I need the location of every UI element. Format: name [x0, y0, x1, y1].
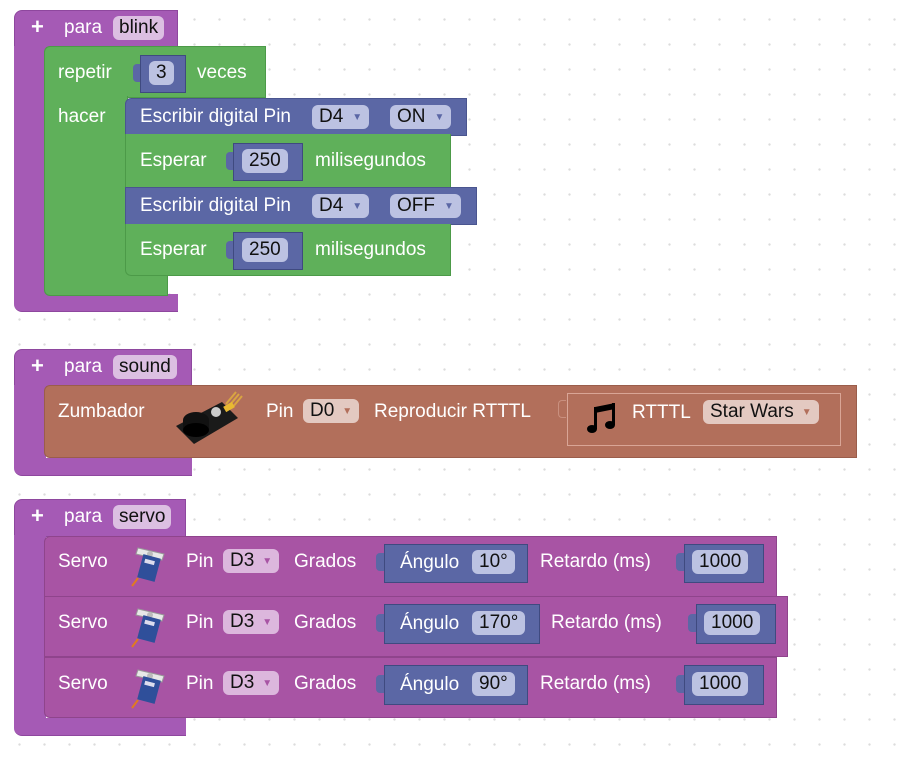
angle-field[interactable]: 170°: [472, 611, 526, 635]
angle-label: Ángulo: [400, 674, 460, 695]
degrees-label: Grados: [294, 612, 357, 633]
socket-notch: [376, 553, 384, 571]
music-note-icon: [587, 403, 615, 433]
state-value: OFF: [397, 195, 435, 216]
dropdown-arrow-icon: ▼: [262, 678, 273, 689]
plus-icon[interactable]: +: [31, 353, 44, 378]
function-keyword: para: [64, 356, 103, 377]
pin-value: D0: [310, 400, 335, 421]
digital-write-label: Escribir digital Pin: [140, 106, 291, 127]
delay-label: Retardo (ms): [540, 551, 651, 572]
function-footer: [14, 458, 192, 476]
wait-label: Esperar: [140, 239, 207, 260]
servo-motor-icon: [131, 547, 165, 587]
angle-label: Ángulo: [400, 613, 460, 634]
pin-label: Pin: [186, 551, 214, 572]
function-name-field[interactable]: blink: [113, 16, 165, 40]
delay-field[interactable]: 1000: [692, 550, 749, 574]
degrees-label: Grados: [294, 673, 357, 694]
socket-notch: [226, 241, 234, 259]
buzzer-label: Zumbador: [58, 401, 145, 422]
song-dropdown[interactable]: Star Wars ▼: [703, 400, 819, 424]
pin-label: Pin: [266, 401, 294, 422]
degrees-label: Grados: [294, 551, 357, 572]
dropdown-arrow-icon: ▼: [262, 617, 273, 628]
repeat-label: repetir: [58, 62, 112, 83]
socket-notch: [676, 553, 684, 571]
delay-field[interactable]: 1000: [704, 611, 761, 635]
dropdown-arrow-icon: ▼: [352, 112, 363, 123]
socket-notch: [376, 614, 384, 632]
pin-dropdown[interactable]: D3 ▼: [223, 671, 280, 695]
function-keyword: para: [64, 506, 103, 527]
function-name-field[interactable]: sound: [113, 355, 177, 379]
repeat-count-field[interactable]: 3: [149, 61, 174, 85]
delay-field[interactable]: 1000: [692, 672, 749, 696]
dropdown-arrow-icon: ▼: [444, 201, 454, 212]
socket-notch: [558, 400, 566, 418]
plus-icon[interactable]: +: [31, 503, 44, 528]
pin-dropdown[interactable]: D4 ▼: [312, 105, 370, 129]
state-dropdown[interactable]: OFF ▼: [390, 194, 461, 218]
pin-value: D4: [319, 106, 344, 127]
socket-notch: [376, 675, 384, 693]
delay-label: Retardo (ms): [551, 612, 662, 633]
angle-label: Ángulo: [400, 552, 460, 573]
pin-dropdown[interactable]: D0 ▼: [303, 399, 360, 423]
servo-label: Servo: [58, 551, 108, 572]
pin-value: D4: [319, 195, 344, 216]
function-body-frame: [14, 46, 46, 296]
repeat-suffix: veces: [197, 62, 247, 83]
socket-notch: [226, 152, 234, 170]
angle-field[interactable]: 90°: [472, 672, 515, 696]
delay-label: Retardo (ms): [540, 673, 651, 694]
dropdown-arrow-icon: ▼: [352, 201, 363, 212]
servo-label: Servo: [58, 612, 108, 633]
socket-notch: [688, 614, 696, 632]
pin-dropdown[interactable]: D3 ▼: [223, 610, 280, 634]
pin-label: Pin: [186, 612, 214, 633]
wait-suffix: milisegundos: [315, 239, 426, 260]
function-name-field[interactable]: servo: [113, 505, 172, 529]
servo-motor-icon: [131, 669, 165, 709]
repeat-footer: [44, 274, 168, 296]
state-dropdown[interactable]: ON ▼: [390, 105, 452, 129]
pin-label: Pin: [186, 673, 214, 694]
buzzer-module-icon: [176, 391, 243, 444]
dropdown-arrow-icon: ▼: [342, 406, 353, 417]
pin-dropdown[interactable]: D4 ▼: [312, 194, 370, 218]
digital-write-label: Escribir digital Pin: [140, 195, 291, 216]
play-label: Reproducir RTTTL: [374, 401, 531, 422]
wait-label: Esperar: [140, 150, 207, 171]
servo-motor-icon: [131, 608, 165, 648]
function-footer: [14, 294, 178, 312]
servo-label: Servo: [58, 673, 108, 694]
dropdown-arrow-icon: ▼: [434, 112, 445, 123]
rtttl-label: RTTTL: [632, 402, 691, 423]
song-value: Star Wars: [710, 401, 794, 422]
repeat-do-label: hacer: [58, 106, 106, 127]
wait-ms-field[interactable]: 250: [242, 149, 288, 173]
socket-notch: [133, 64, 141, 82]
pin-value: D3: [230, 611, 255, 632]
pin-dropdown[interactable]: D3 ▼: [223, 549, 280, 573]
function-footer: [14, 718, 186, 736]
wait-suffix: milisegundos: [315, 150, 426, 171]
socket-notch: [676, 675, 684, 693]
state-value: ON: [397, 106, 426, 127]
function-keyword: para: [64, 17, 103, 38]
dropdown-arrow-icon: ▼: [262, 556, 273, 567]
plus-icon[interactable]: +: [31, 14, 44, 39]
dropdown-arrow-icon: ▼: [801, 407, 812, 418]
angle-field[interactable]: 10°: [472, 550, 515, 574]
function-body-frame: [14, 535, 46, 720]
wait-ms-field[interactable]: 250: [242, 238, 288, 262]
pin-value: D3: [230, 550, 255, 571]
pin-value: D3: [230, 672, 255, 693]
function-body-frame: [14, 385, 46, 460]
